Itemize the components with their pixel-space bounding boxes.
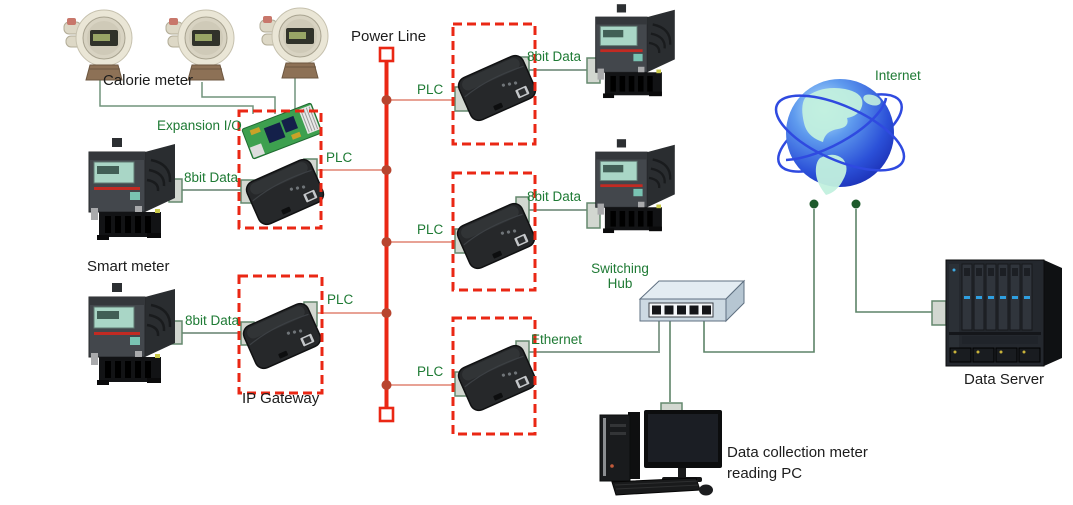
data-link-lines — [182, 69, 587, 334]
switching-hub-label-line2: Hub — [607, 276, 633, 291]
bit-data-label: 8bit Data — [184, 170, 239, 185]
switching-hub-label-line1: Switching — [591, 261, 649, 276]
red-dashed-boxes — [237, 22, 537, 436]
pc-label-line1: Data collection meter — [727, 444, 868, 461]
power-line — [378, 46, 395, 423]
bit-data-label: 8bit Data — [527, 49, 582, 64]
internet-node-dot — [851, 199, 861, 209]
ethernet-line — [529, 317, 660, 353]
internet-globe-icon — [774, 79, 906, 195]
calorie-meter-label: Calorie meter — [103, 72, 194, 89]
data-server-icon — [945, 259, 1062, 367]
ip-gateway-label: IP Gateway — [242, 390, 320, 407]
smart-meter-label: Smart meter — [87, 258, 170, 275]
pc-label: Data collection meter reading PC — [727, 442, 868, 484]
pc-label-line2: reading PC — [727, 465, 803, 482]
plc-label: PLC — [417, 82, 444, 97]
plc-label: PLC — [326, 150, 353, 165]
switching-hub-icon — [638, 279, 746, 323]
plc-label: PLC — [327, 292, 354, 307]
data-server-label: Data Server — [964, 371, 1045, 388]
plc-label: PLC — [417, 364, 444, 379]
expansion-io-label: Expansion I/O — [157, 118, 242, 133]
internet-label: Internet — [875, 68, 921, 83]
desktop-pc-icon — [599, 410, 722, 496]
calorie-meter-icon — [63, 7, 329, 81]
switching-hub-label: Switching Hub — [583, 261, 657, 291]
ethernet-label: Ethernet — [531, 332, 583, 347]
plc-branch-lines — [317, 95, 456, 390]
plc-label: PLC — [417, 222, 444, 237]
ip-gateway-icon — [239, 52, 540, 414]
power-line-label: Power Line — [351, 28, 427, 45]
hub-internet-line — [703, 209, 815, 353]
internet-node-dot — [809, 199, 819, 209]
bit-data-label: 8bit Data — [185, 313, 240, 328]
bit-data-label: 8bit Data — [527, 189, 582, 204]
internet-server-line — [855, 209, 932, 313]
